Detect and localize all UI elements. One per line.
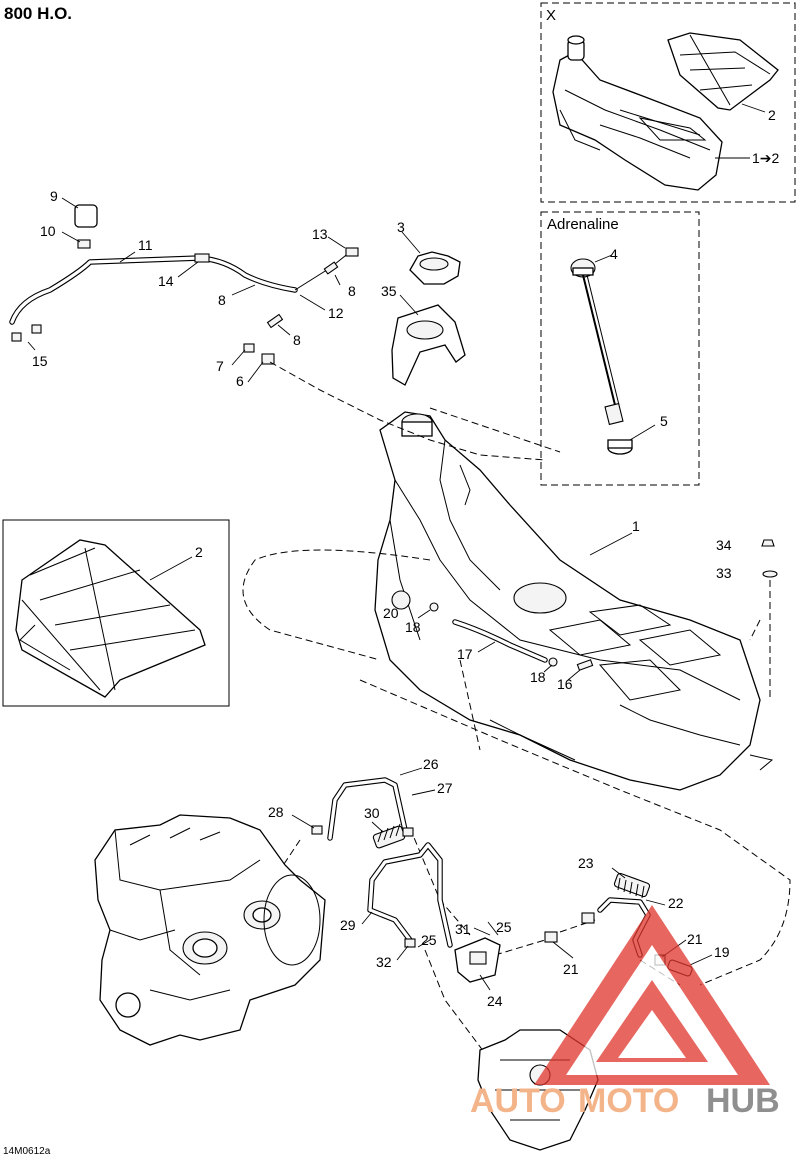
callout-32: 32 [376,954,392,970]
callout-19: 19 [714,944,730,960]
callout-2-inset: 2 [768,107,776,123]
callout-9: 9 [50,188,58,204]
callout-8-b: 8 [218,292,226,308]
vent-hose-assembly [9,204,359,365]
callout-20: 20 [383,605,399,621]
engine-drawing [94,814,326,1046]
callout-14: 14 [158,273,174,289]
clamp-21a [544,931,558,943]
fitting-10 [77,239,91,249]
callout-34: 34 [716,537,732,553]
callout-3: 3 [397,219,405,235]
callout-21-a: 21 [563,961,579,977]
callout-27: 27 [437,780,453,796]
inset-x-label: X [546,7,556,24]
callout-12: 12 [328,305,344,321]
watermark-auto: AUTO [470,1082,566,1120]
callout-1-to-2: 1➔2 [752,150,780,166]
plug-15a [11,332,22,342]
diagram-title: 800 H.O. [4,4,73,23]
clamp-28 [311,825,323,835]
autmotohub-watermark-logo [534,905,770,1085]
callout-35: 35 [381,283,397,299]
callout-17: 17 [457,646,473,662]
callout-25-a: 25 [496,919,512,935]
fuel-filter-30 [372,823,406,849]
fuel-filter-23 [613,872,651,899]
callout-8-c: 8 [293,332,301,348]
rack-drawing [15,539,206,698]
callout-2: 2 [195,544,203,560]
callout-6: 6 [236,373,244,389]
grommet-6 [261,353,275,365]
callout-26: 26 [423,756,439,772]
callout-30: 30 [364,805,380,821]
callout-10: 10 [40,223,56,239]
callout-11: 11 [138,237,153,253]
callout-33: 33 [716,565,732,581]
callout-16: 16 [557,676,573,692]
callout-28: 28 [268,804,284,820]
diagram-code: 14M0612a [3,1146,51,1157]
callout-24: 24 [487,993,503,1009]
inset-fuel-tank-drawing [552,35,723,191]
clamp-32 [404,938,416,948]
clamp-21b [581,912,595,924]
callout-8-a: 8 [348,283,356,299]
callout-1: 1 [632,518,640,534]
callout-23: 23 [578,855,594,871]
nut-34 [761,539,775,547]
watermark-moto: MOTO [578,1082,679,1120]
adrenaline-label: Adrenaline [547,216,619,233]
callout-13: 13 [312,226,328,242]
callout-7: 7 [216,358,224,374]
inset-box-x: X 2 1➔2 [540,2,796,203]
fuel-tank-drawing [374,411,774,791]
callout-4: 4 [610,246,618,262]
callout-29: 29 [340,917,356,933]
callout-18-a: 18 [405,619,421,635]
callout-25-b: 25 [421,932,437,948]
grommet-20 [391,590,411,610]
callout-15: 15 [32,353,48,369]
callout-22: 22 [668,895,684,911]
callout-18-b: 18 [530,669,546,685]
washer-33 [762,570,778,578]
plug-15b [31,324,42,334]
fuel-filler-bracket-drawing [391,304,466,386]
watermark-hub: HUB [706,1082,780,1120]
fuel-gauge-sender-drawing [570,258,633,455]
clamp-9 [74,204,98,228]
fuel-cap-drawing [409,251,461,285]
fuel-pump-drawing [454,937,501,983]
callout-5: 5 [660,413,668,429]
rack-box: 2 [2,519,230,707]
callout-31: 31 [455,921,471,937]
clamp-27 [402,827,414,837]
inset-rack-drawing [667,32,779,111]
callout-21-b: 21 [687,931,703,947]
inset-box-adrenaline: Adrenaline 4 5 [540,211,700,486]
fitting-7 [243,343,255,353]
